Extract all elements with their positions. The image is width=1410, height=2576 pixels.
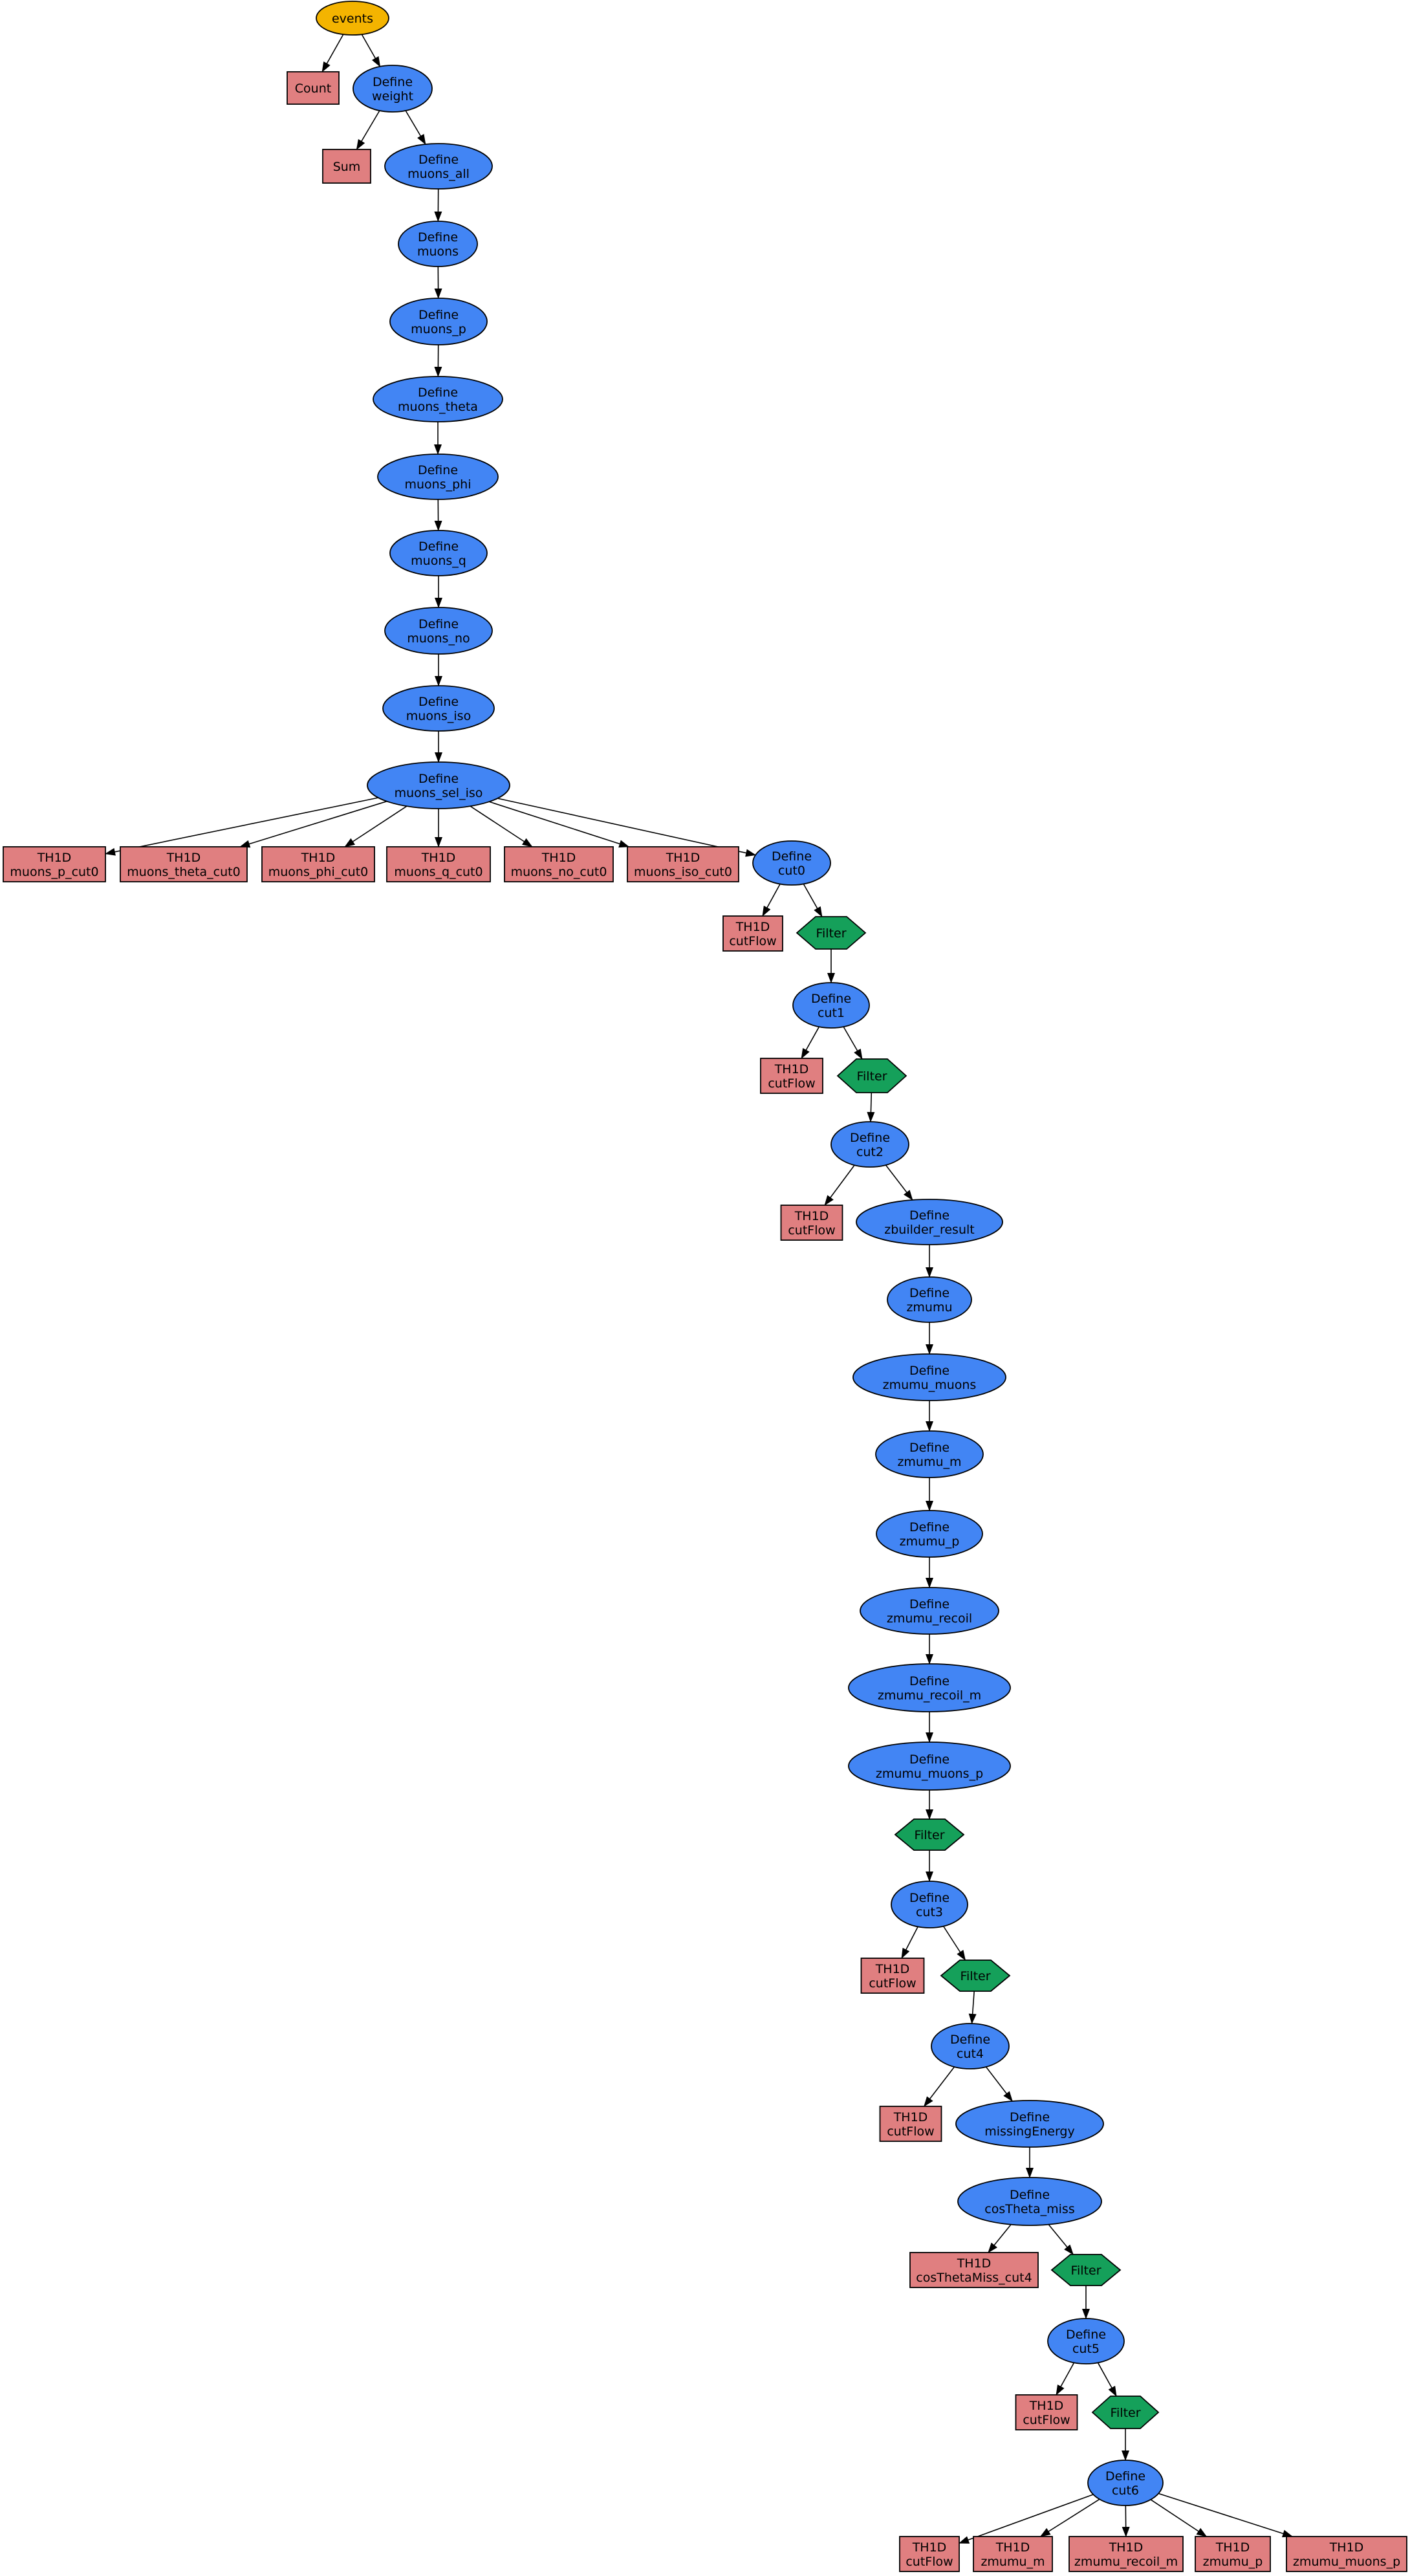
node-events: events: [316, 1, 389, 35]
label-filter_4: Filter: [1070, 2264, 1101, 2278]
label-count: Count: [295, 82, 331, 96]
edge-define_cut6-to-th1d_zmumu_recoil_m: [1125, 2505, 1126, 2537]
node-count: Count: [287, 72, 339, 104]
label-filter_3: Filter: [960, 1969, 990, 1983]
label-filter_0: Filter: [816, 926, 846, 941]
label-filter_2: Filter: [914, 1828, 944, 1842]
label-sum: Sum: [333, 160, 361, 174]
label-filter_1: Filter: [856, 1069, 887, 1084]
label-filter_5: Filter: [1110, 2406, 1140, 2420]
node-sum: Sum: [323, 149, 371, 183]
label-events: events: [332, 12, 373, 26]
